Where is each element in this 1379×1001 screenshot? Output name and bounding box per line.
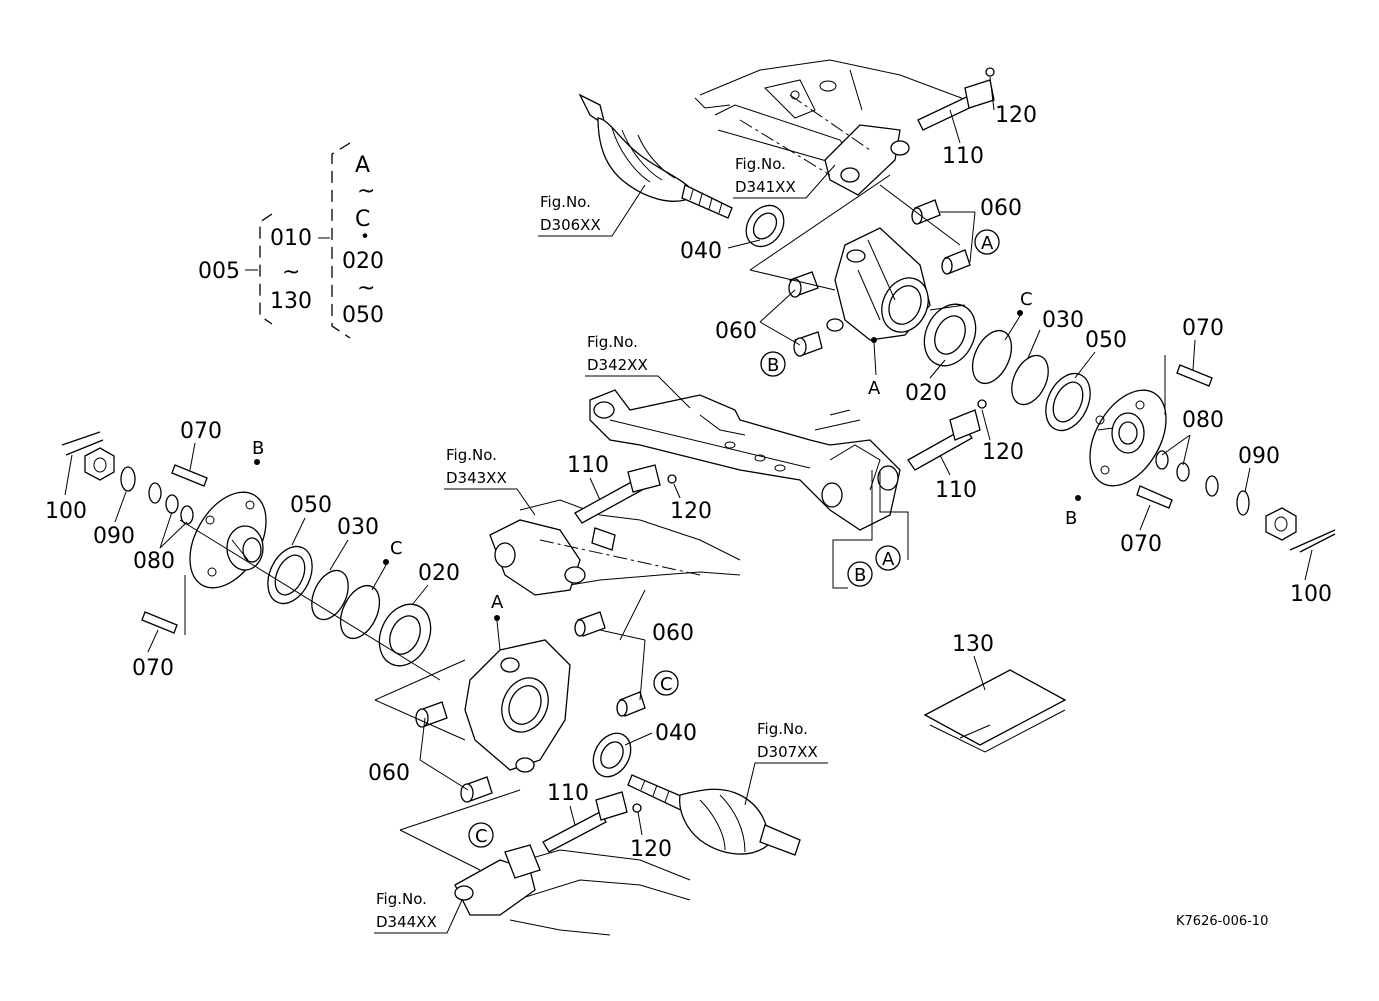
manual-130 <box>923 669 1067 753</box>
lower-frame <box>489 499 741 596</box>
marker-c-left: C <box>390 538 403 559</box>
seal-040-upper <box>745 204 785 248</box>
fig-d343-line1: Fig.No. <box>446 446 497 464</box>
studs-070-right <box>1136 355 1213 509</box>
marker-b-left: B <box>252 438 264 459</box>
knuckle-lower <box>464 639 571 773</box>
label-070-lower-right: 070 <box>1120 532 1162 557</box>
legend-dot: ・ <box>354 225 376 250</box>
label-110-middle: 110 <box>935 478 977 503</box>
label-060-lower-left: 060 <box>368 761 410 786</box>
bolt-110-bottom <box>542 791 642 853</box>
label-100-left: 100 <box>45 499 87 524</box>
legend-range-end: 130 <box>270 289 312 314</box>
fig-d344-line2: D344XX <box>376 913 437 931</box>
seal-040-lower <box>592 732 632 778</box>
driveshaft-lower <box>627 774 801 856</box>
bolt-110-upper <box>917 67 995 131</box>
fig-d342-line1: Fig.No. <box>587 333 638 351</box>
label-110-bottom: 110 <box>547 781 589 806</box>
label-030-left: 030 <box>337 515 379 540</box>
rings-upper <box>971 329 1091 432</box>
fig-d341-line1: Fig.No. <box>735 155 786 173</box>
fig-d306-line1: Fig.No. <box>540 193 591 211</box>
label-100-right: 100 <box>1290 582 1332 607</box>
legend-tilde-3: ~ <box>357 276 375 301</box>
label-060-lower: 060 <box>652 621 694 646</box>
marker-a-lower: A <box>491 592 504 613</box>
marker-c-circle-bottom: C <box>475 826 488 847</box>
fig-d344-line1: Fig.No. <box>376 890 427 908</box>
fig-d342-line2: D342XX <box>587 356 648 374</box>
label-110-lower-center: 110 <box>567 453 609 478</box>
label-060-upper: 060 <box>980 196 1022 221</box>
label-110-top: 110 <box>942 144 984 169</box>
label-070-left-top: 070 <box>180 419 222 444</box>
legend-050: 050 <box>342 303 384 328</box>
marker-b-circle-middle: B <box>854 565 866 586</box>
legend-assembly: 005 <box>198 259 240 284</box>
label-050-left: 050 <box>290 493 332 518</box>
marker-a-circle-upper: A <box>981 233 994 254</box>
bottom-frame <box>454 844 691 936</box>
legend: 005 010 ~ 130 A ~ C ・ 020 ~ 050 <box>198 142 384 339</box>
legend-tilde-2: ~ <box>357 179 375 204</box>
label-080-right: 080 <box>1182 408 1224 433</box>
hardware-right <box>1155 450 1336 553</box>
bearing-020-upper <box>923 303 977 367</box>
label-120-top: 120 <box>995 103 1037 128</box>
studs-070-left <box>141 464 208 635</box>
legend-020: 020 <box>342 249 384 274</box>
drawing-code: K7626-006-10 <box>1176 914 1268 929</box>
legend-range-start: 010 <box>270 226 312 251</box>
bushings-060-lower <box>415 611 646 803</box>
label-040-lower: 040 <box>655 721 697 746</box>
rings-left <box>267 545 432 667</box>
hub-right <box>1089 389 1167 487</box>
fig-d343-line2: D343XX <box>446 469 507 487</box>
fig-refs: Fig.No. D306XX Fig.No. D341XX Fig.No. D3… <box>374 155 836 934</box>
bushings-060-upper <box>759 199 976 357</box>
label-020-left: 020 <box>418 561 460 586</box>
marker-c-circle-lower: C <box>660 674 673 695</box>
upper-frame <box>694 59 981 196</box>
marker-c-upper: C <box>1020 289 1033 310</box>
label-120-bottom: 120 <box>630 837 672 862</box>
marker-a-circle-middle: A <box>882 549 895 570</box>
fig-d307-line2: D307XX <box>757 743 818 761</box>
part-labels: 120 110 060 040 060 020 030 050 070 080 … <box>45 76 1332 862</box>
label-050-upper: 050 <box>1085 328 1127 353</box>
label-070-upper-right: 070 <box>1182 316 1224 341</box>
label-130: 130 <box>952 632 994 657</box>
fig-d306-line2: D306XX <box>540 216 601 234</box>
markers: A B A C B B A B C A C <box>252 229 1081 848</box>
label-120-lower-center: 120 <box>670 499 712 524</box>
label-080-left: 080 <box>133 549 175 574</box>
label-070-left-bottom: 070 <box>132 656 174 681</box>
legend-a: A <box>355 153 370 178</box>
marker-b-right: B <box>1065 508 1077 529</box>
label-090-left: 090 <box>93 524 135 549</box>
middle-frame <box>589 389 901 531</box>
label-090-right: 090 <box>1238 444 1280 469</box>
marker-a-upper: A <box>868 378 881 399</box>
knuckle-upper <box>826 227 931 341</box>
label-040-upper: 040 <box>680 239 722 264</box>
hub-left <box>189 491 267 589</box>
driveshaft-upper <box>578 93 733 219</box>
legend-tilde-1: ~ <box>282 260 300 285</box>
bolt-110-lower-center <box>574 464 677 524</box>
bolt-110-middle <box>907 399 987 471</box>
label-060-upper-left: 060 <box>715 319 757 344</box>
legend-c: C <box>355 207 370 232</box>
fig-d307-line1: Fig.No. <box>757 720 808 738</box>
label-120-middle: 120 <box>982 440 1024 465</box>
label-020-upper: 020 <box>905 381 947 406</box>
fig-d341-line2: D341XX <box>735 178 796 196</box>
guide-lines <box>179 174 961 871</box>
hardware-left <box>61 431 194 525</box>
marker-b-circle-upper: B <box>767 355 779 376</box>
label-030-upper: 030 <box>1042 308 1084 333</box>
